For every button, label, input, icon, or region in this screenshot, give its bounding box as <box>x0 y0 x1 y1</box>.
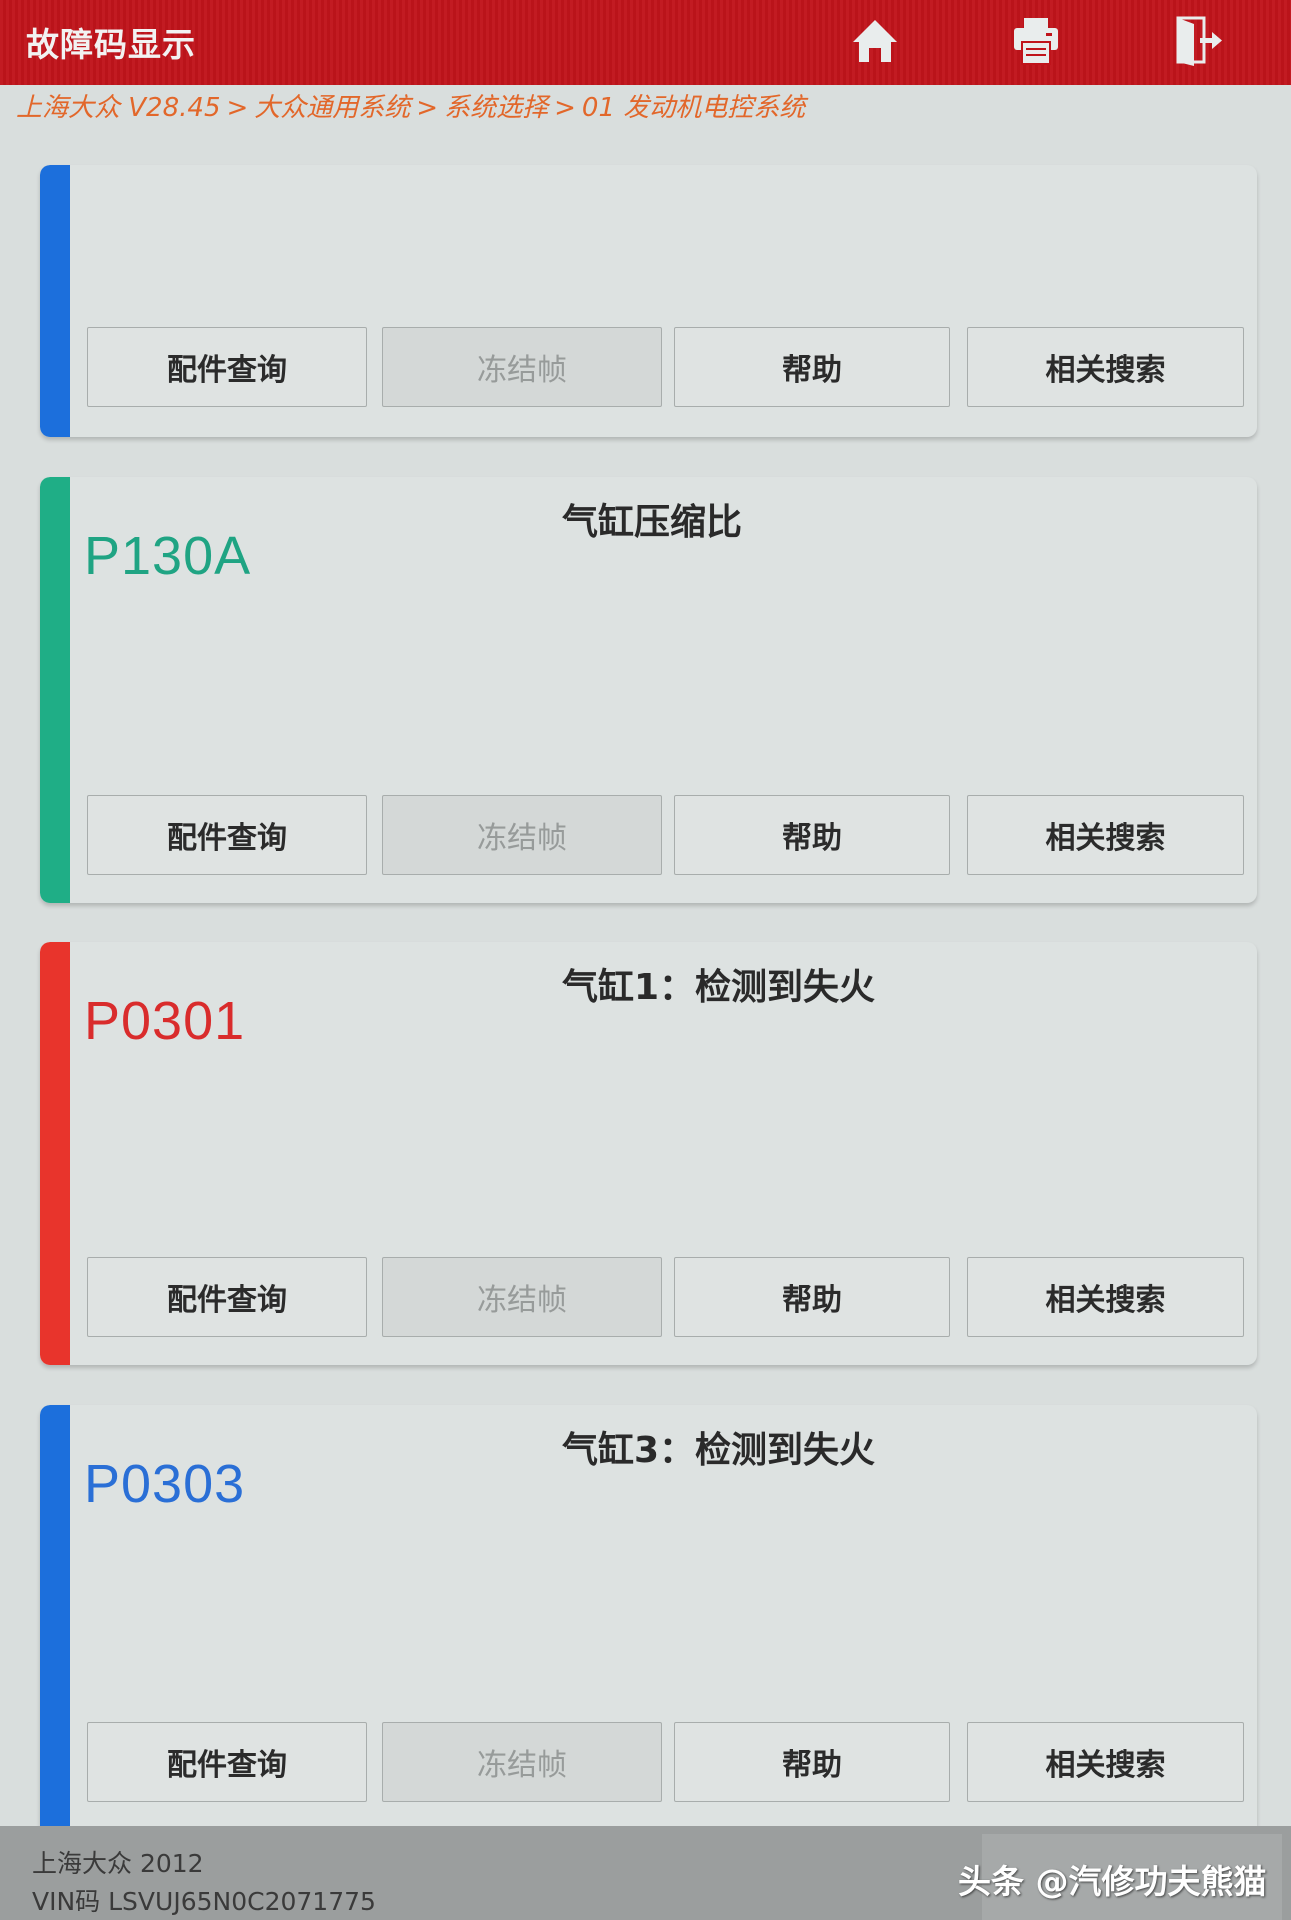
breadcrumb-item[interactable]: 上海大众 V28.45 <box>16 93 221 123</box>
breadcrumb-item[interactable]: 系统选择 <box>444 93 549 123</box>
freeze-frame-button[interactable]: 冻结帧 <box>382 1257 662 1337</box>
dtc-description: 气缸3：检测到失火 <box>562 1430 876 1471</box>
freeze-frame-button[interactable]: 冻结帧 <box>382 327 662 407</box>
freeze-frame-button[interactable]: 冻结帧 <box>382 795 662 875</box>
dtc-action-row: 配件查询 冻结帧 帮助 相关搜索 <box>87 1257 1244 1337</box>
dtc-action-row: 配件查询 冻结帧 帮助 相关搜索 <box>87 327 1244 407</box>
parts-lookup-button[interactable]: 配件查询 <box>87 1722 367 1802</box>
parts-lookup-button[interactable]: 配件查询 <box>87 327 367 407</box>
related-search-button[interactable]: 相关搜索 <box>967 1722 1244 1802</box>
dtc-description: 气缸压缩比 <box>562 502 743 543</box>
breadcrumb-separator: > <box>554 93 576 123</box>
related-search-button[interactable]: 相关搜索 <box>967 795 1244 875</box>
watermark-text: 头条 @汽修功夫熊猫 <box>958 1862 1267 1901</box>
dtc-card: P130A 气缸压缩比 配件查询 冻结帧 帮助 相关搜索 <box>40 477 1257 903</box>
help-button[interactable]: 帮助 <box>674 1722 950 1802</box>
parts-lookup-button[interactable]: 配件查询 <box>87 1257 367 1337</box>
printer-icon[interactable] <box>1008 12 1064 68</box>
breadcrumb: 上海大众 V28.45>大众通用系统>系统选择>01 发动机电控系统 <box>16 88 805 128</box>
dtc-action-row: 配件查询 冻结帧 帮助 相关搜索 <box>87 795 1244 875</box>
breadcrumb-item: 01 发动机电控系统 <box>581 93 806 123</box>
card-accent-bar <box>40 477 70 903</box>
dtc-card: P0301 气缸1：检测到失火 配件查询 冻结帧 帮助 相关搜索 <box>40 942 1257 1365</box>
dtc-code: P0303 <box>84 1454 246 1514</box>
card-accent-bar <box>40 1405 70 1826</box>
dtc-code: P0301 <box>84 991 246 1051</box>
status-footer: 上海大众 2012 VIN码 LSVUJ65N0C2071775 <box>0 1826 1291 1920</box>
home-icon[interactable] <box>847 12 903 68</box>
dtc-code: P130A <box>84 526 252 586</box>
dtc-card: 配件查询 冻结帧 帮助 相关搜索 <box>40 165 1257 437</box>
help-button[interactable]: 帮助 <box>674 795 950 875</box>
dtc-description: 气缸1：检测到失火 <box>562 967 876 1008</box>
dtc-action-row: 配件查询 冻结帧 帮助 相关搜索 <box>87 1722 1244 1802</box>
card-accent-bar <box>40 165 70 437</box>
watermark-background <box>982 1834 1282 1920</box>
related-search-button[interactable]: 相关搜索 <box>967 1257 1244 1337</box>
page-title: 故障码显示 <box>26 25 196 64</box>
breadcrumb-separator: > <box>226 93 249 123</box>
dtc-card: P0303 气缸3：检测到失火 配件查询 冻结帧 帮助 相关搜索 <box>40 1405 1257 1826</box>
breadcrumb-separator: > <box>416 93 439 123</box>
related-search-button[interactable]: 相关搜索 <box>967 327 1244 407</box>
help-button[interactable]: 帮助 <box>674 1257 950 1337</box>
vin-info: VIN码 LSVUJ65N0C2071775 <box>32 1887 376 1916</box>
parts-lookup-button[interactable]: 配件查询 <box>87 795 367 875</box>
card-accent-bar <box>40 942 70 1365</box>
breadcrumb-item[interactable]: 大众通用系统 <box>254 93 411 123</box>
help-button[interactable]: 帮助 <box>674 327 950 407</box>
exit-icon[interactable] <box>1170 12 1226 68</box>
vehicle-info: 上海大众 2012 <box>32 1849 204 1878</box>
title-bar: 故障码显示 <box>0 0 1291 85</box>
freeze-frame-button[interactable]: 冻结帧 <box>382 1722 662 1802</box>
